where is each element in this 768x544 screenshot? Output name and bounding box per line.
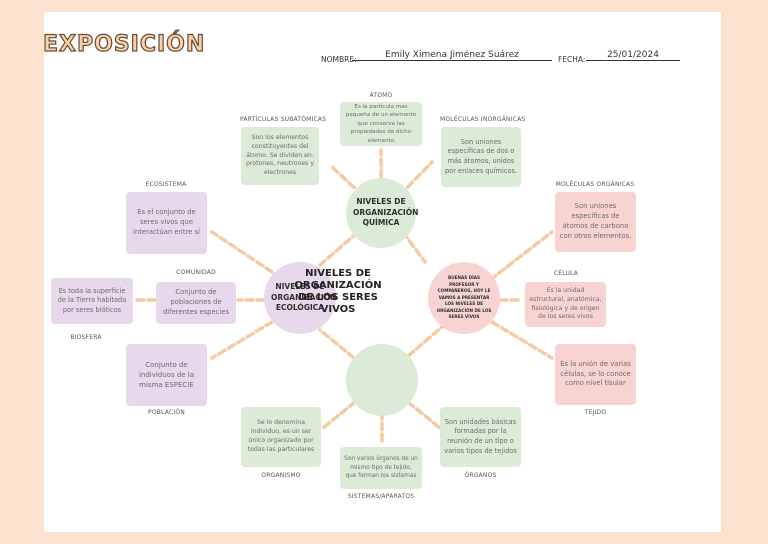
box-biosfera: Es toda la superficie de la Tierra habit… (51, 278, 133, 324)
hub-ecologica: NIVELES DE ORGANIZACIÓN ECOLÓGICA (264, 262, 336, 334)
label-poblacion: POBLACIÓN (148, 409, 185, 416)
box-organismo: Se lo denomina individuo, es un ser únic… (241, 407, 321, 467)
connector-ecosistema (210, 230, 274, 274)
box-organos: Son unidades básicas formadas por la reu… (440, 407, 521, 467)
date-value: 25/01/2024 (586, 50, 680, 61)
label-sistemas: SISTEMAS/APARATOS (347, 493, 415, 500)
connector-poblacion (210, 320, 274, 360)
center-title: NIVELES DE ORGANIZACIÓN DE LOS SERES VIV… (294, 268, 382, 315)
page-title: EXPOSICIÓN (42, 31, 206, 57)
connector-tejido (490, 320, 554, 360)
name-value: Emily Ximena Jiménez Suárez (352, 50, 552, 61)
connector-quimica-ecologica (318, 230, 360, 267)
hub-quimica-text: NIVELES DE ORGANIZACIÓN QUÍMICA (353, 196, 419, 228)
label-biosfera: BIOSFERA (70, 334, 102, 341)
box-subatomicas: Son los elementos constituyentes del áto… (241, 127, 319, 185)
name-label: NOMBRE: (321, 55, 357, 64)
label-ecosistema: ECOSISTEMA (145, 181, 187, 188)
label-organicas: MOLÉCULAS ORGÁNICAS (555, 181, 635, 188)
hub-greeting: BUENAS DÍAS PROFESOR Y COMPAÑEROS, HOY L… (428, 262, 500, 334)
box-poblacion: Conjunto de individuos de la misma ESPEC… (126, 344, 207, 406)
label-atomo: ÁTOMO (369, 92, 393, 99)
date-label: FECHA: (558, 55, 586, 64)
box-atomo: Es la partícula mas pequeña de un elemen… (340, 102, 422, 146)
label-inorganicas: MOLÉCULAS INORGÁNICAS (440, 116, 526, 123)
hub-ecologica-text: NIVELES DE ORGANIZACIÓN ECOLÓGICA (271, 281, 337, 313)
label-celula: CÉLULA (553, 270, 579, 277)
connector-organicas (488, 230, 554, 282)
box-celula: Es la unidad estructural, anatómica, fis… (525, 282, 606, 327)
hub-bottom-empty (346, 344, 418, 416)
connector-bottom-greeting (406, 320, 450, 358)
box-organicas: Son uniones específicas de átomos de car… (555, 192, 636, 252)
label-organismo: ORGANISMO (261, 472, 301, 479)
label-subatomicas: PARTÍCULAS SUBATÓMICAS (240, 116, 327, 123)
box-comunidad: Conjunto de poblaciones de diferentes es… (156, 282, 236, 324)
connector-bottom-ecologica (318, 328, 356, 360)
connector-organismo (321, 400, 357, 430)
label-organos: ÓRGANOS (464, 472, 497, 479)
label-comunidad: COMUNIDAD (176, 269, 216, 276)
box-ecosistema: Es el conjunto de seres vivos que intera… (126, 192, 207, 254)
box-inorganicas: Son uniones específicas de dos o más áto… (441, 127, 521, 187)
label-tejido: TEJIDO (584, 409, 607, 416)
box-tejido: Es la unión de varias células, se lo con… (555, 344, 636, 405)
connector-organos (406, 400, 442, 430)
worksheet (44, 12, 721, 532)
box-sistemas: Son varios órganos de un mismo tipo de t… (340, 447, 422, 489)
hub-quimica: NIVELES DE ORGANIZACIÓN QUÍMICA (346, 178, 419, 248)
hub-greeting-text: BUENAS DÍAS PROFESOR Y COMPAÑEROS, HOY L… (436, 275, 492, 320)
connector-quimica-center (401, 230, 427, 264)
